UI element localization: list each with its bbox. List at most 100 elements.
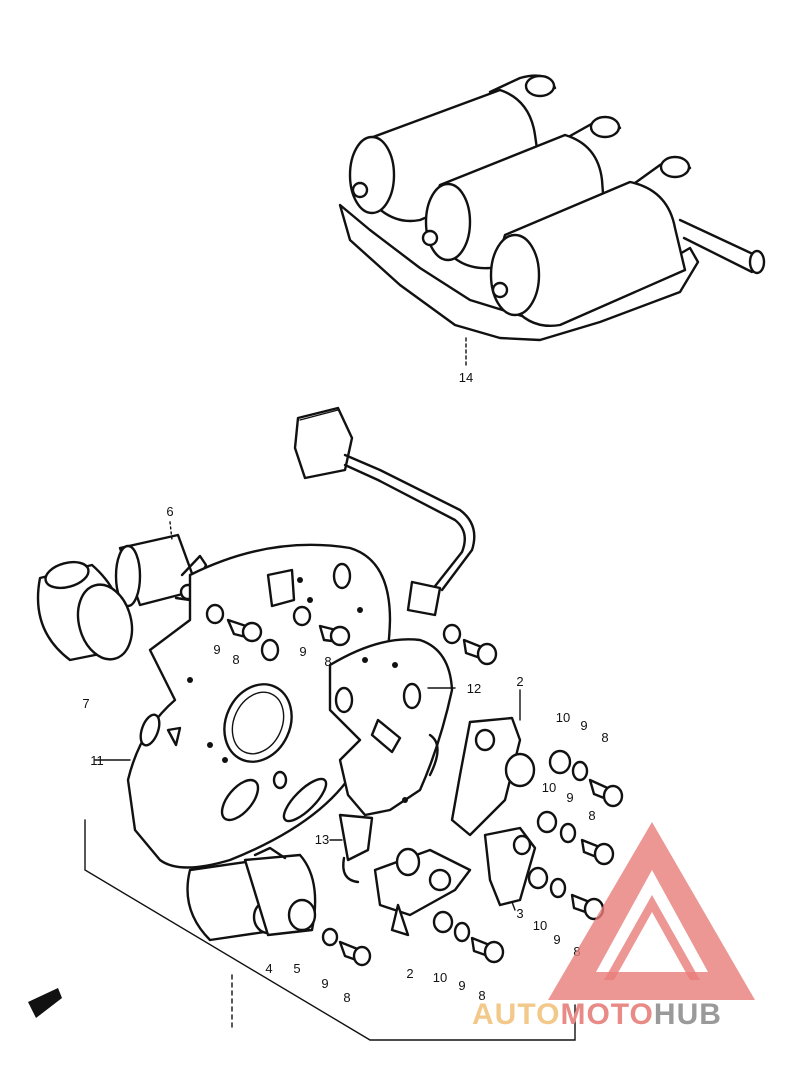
cap-top-rim <box>44 560 90 590</box>
washer-screw-stack-top <box>442 623 498 666</box>
coil-bolt-3 <box>491 281 509 299</box>
contact-breaker-lower-arm <box>373 848 472 917</box>
screw-head-8-e <box>352 945 372 967</box>
connector-block <box>293 406 354 480</box>
washer-10-c <box>527 866 549 890</box>
part-label: 9 <box>458 978 465 993</box>
leader-6 <box>169 521 173 541</box>
leader-3 <box>511 901 516 911</box>
part-label: 8 <box>232 652 239 667</box>
contact-breaker-upper-arm <box>450 716 522 837</box>
bracket-hole <box>512 834 532 856</box>
screw-head-plate-left <box>241 621 263 643</box>
screw-head-8-b <box>593 842 615 866</box>
base-plate-clip <box>266 568 296 608</box>
part-label: 6 <box>166 504 173 519</box>
washer-top <box>442 623 462 645</box>
washer-10-a <box>548 749 572 775</box>
part-label: 13 <box>315 832 329 847</box>
washer-9-e <box>321 927 339 947</box>
rivet-3 <box>297 577 303 583</box>
contact-breaker-lower-pivot <box>395 847 421 877</box>
part-label: 11 <box>90 753 104 768</box>
coil-harness-lower <box>682 236 754 274</box>
part-label: 9 <box>321 976 328 991</box>
governor-weights <box>186 846 372 967</box>
coil-harness-upper <box>678 218 757 257</box>
part-label: 10 <box>533 918 547 933</box>
part-label: 9 <box>213 642 220 657</box>
base-plate <box>94 543 392 869</box>
contact-breaker-lower-point <box>428 868 452 892</box>
base-plate-slot-2 <box>282 777 328 823</box>
part-labels: 14 6 7 11 12 13 2 10 9 8 10 9 8 9 8 9 8 … <box>82 370 608 1005</box>
part-label: 2 <box>516 674 523 689</box>
washer-screw-stack-a <box>548 749 624 808</box>
connector-top-edge <box>299 409 339 421</box>
coil-bolt-2 <box>421 229 439 247</box>
watermark-text-hub: HUB <box>654 998 722 1031</box>
contact-breaker-upper-pivot <box>474 728 496 752</box>
base-plate-slot-1 <box>220 778 260 822</box>
breaker-plate-outline <box>328 638 454 817</box>
rivet-5 <box>357 607 363 613</box>
wire-clip-tail <box>342 856 360 884</box>
governor-bracket <box>253 846 287 860</box>
watermark-text-moto: MOTO <box>560 998 653 1031</box>
washer-plate-right <box>292 605 312 627</box>
watermark-inner-triangle-icon <box>604 895 700 980</box>
contact-breaker-lower <box>373 847 472 937</box>
base-plate-slot-3 <box>139 713 161 747</box>
breaker-plate-slot-1 <box>334 686 354 714</box>
breaker-rivet-1 <box>362 657 368 663</box>
part-label: 9 <box>553 932 560 947</box>
assembly-group-bracket <box>84 819 576 1041</box>
washer-9-c <box>549 877 567 899</box>
part-label: 8 <box>601 730 608 745</box>
contact-breaker-upper <box>450 689 536 837</box>
rivet-1 <box>207 742 213 748</box>
part-label: 10 <box>542 780 556 795</box>
part-label: 14 <box>459 370 473 385</box>
part-label: 10 <box>433 970 447 985</box>
base-plate-hole-1 <box>260 638 280 662</box>
coil-mounting-bracket <box>338 203 700 342</box>
plate-tab <box>166 726 182 747</box>
screw-head-8-d <box>483 940 505 964</box>
coil-2-end-cap <box>424 182 472 262</box>
screw-head-8-a <box>602 784 624 808</box>
part-label: 5 <box>293 961 300 976</box>
washer-screw-stack-d <box>432 910 505 964</box>
contact-breaker-upper-point <box>504 752 536 788</box>
cover-cap <box>36 560 134 662</box>
breaker-plate-cam <box>370 718 402 754</box>
coil-bolt-1 <box>351 181 369 199</box>
washer-10-b <box>536 810 558 834</box>
condenser <box>114 521 208 608</box>
connector-wire-b <box>343 463 466 592</box>
breaker-bracket <box>483 826 537 911</box>
coil-3-end-cap <box>489 233 541 317</box>
part-label: 4 <box>265 961 272 976</box>
breaker-rivet-2 <box>392 662 398 668</box>
rivet-6 <box>187 677 193 683</box>
part-label: 7 <box>82 696 89 711</box>
watermark-text-auto: AUTO <box>472 998 560 1031</box>
wire-clip <box>338 813 374 862</box>
watermark-triangle-icon <box>548 822 755 1000</box>
rivet-2 <box>222 757 228 763</box>
cap-opening <box>76 583 134 661</box>
governor-weight-5-end <box>287 898 317 932</box>
contact-breaker-lower-tab <box>390 903 410 937</box>
part-label: 10 <box>556 710 570 725</box>
wire-grommet <box>406 580 442 617</box>
washer-plate-left <box>205 603 225 625</box>
washer-screw-stack-b <box>536 810 615 866</box>
screw-head-plate-right <box>329 625 351 647</box>
washer-screw-stack-c <box>527 866 605 921</box>
washer-9-d <box>453 921 471 943</box>
part-label: 8 <box>343 990 350 1005</box>
base-plate-hole-2 <box>272 770 288 790</box>
